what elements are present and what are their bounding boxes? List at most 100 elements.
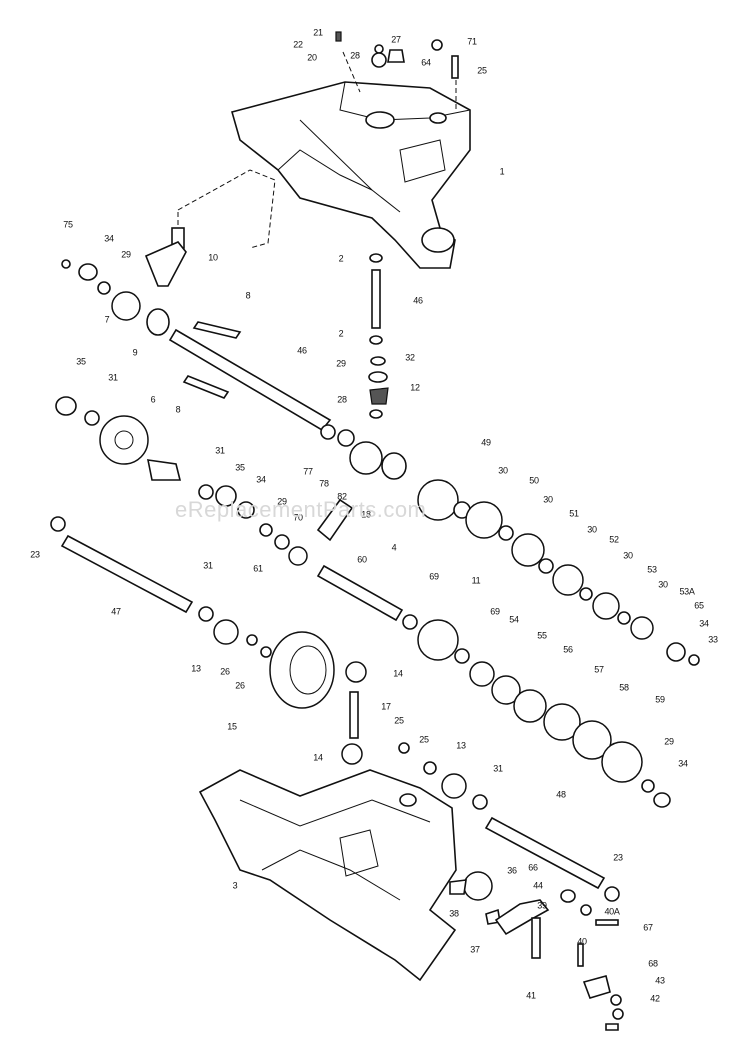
part-label: 53	[647, 564, 657, 575]
part-label: 12	[410, 382, 420, 393]
part-label: 49	[481, 437, 491, 448]
part-label: 48	[556, 789, 566, 800]
part-label: 66	[528, 862, 538, 873]
part-label: 46	[297, 345, 307, 356]
part-label: 68	[648, 958, 658, 969]
part-label: 65	[694, 600, 704, 611]
part-label: 13	[456, 740, 466, 751]
part-label: 15	[227, 721, 237, 732]
part-label: 53A	[679, 586, 695, 597]
part-label: 28	[337, 394, 347, 405]
part-label: 34	[678, 758, 688, 769]
part-label: 11	[471, 575, 481, 586]
part-label: 70	[293, 512, 303, 523]
part-label: 69	[490, 606, 500, 617]
part-label: 30	[587, 524, 597, 535]
part-label: 78	[319, 478, 329, 489]
part-label: 23	[613, 852, 623, 863]
part-label: 51	[569, 508, 579, 519]
part-label: 7	[104, 314, 110, 325]
part-label: 33	[708, 634, 718, 645]
part-label: 29	[277, 496, 287, 507]
part-label: 59	[655, 694, 665, 705]
part-label: 26	[235, 680, 245, 691]
part-label: 42	[650, 993, 660, 1004]
part-label: 25	[394, 715, 404, 726]
part-label: 13	[191, 663, 201, 674]
part-label: 47	[111, 606, 121, 617]
part-label: 8	[175, 404, 181, 415]
part-label: 23	[30, 549, 40, 560]
part-label: 64	[421, 57, 431, 68]
part-label: 36	[507, 865, 517, 876]
part-label: 14	[313, 752, 323, 763]
part-label: 30	[623, 550, 633, 561]
part-label: 40	[577, 936, 587, 947]
part-label: 2	[338, 253, 344, 264]
part-label: 75	[63, 219, 73, 230]
part-label: 14	[393, 668, 403, 679]
part-label: 56	[563, 644, 573, 655]
part-label: 6	[150, 394, 156, 405]
part-label: 34	[104, 233, 114, 244]
watermark-text: eReplacementParts.com	[175, 497, 427, 522]
part-label: 31	[203, 560, 213, 571]
part-label: 17	[381, 701, 391, 712]
part-label: 71	[467, 36, 477, 47]
part-label: 38	[449, 908, 459, 919]
part-label: 35	[235, 462, 245, 473]
part-label: 67	[643, 922, 653, 933]
part-label: 37	[470, 944, 480, 955]
part-label: 25	[419, 734, 429, 745]
part-label: 61	[253, 563, 263, 574]
lower-housing-drawing	[198, 769, 457, 982]
part-label: 30	[543, 494, 553, 505]
part-label: 29	[121, 249, 131, 260]
part-label: 58	[619, 682, 629, 693]
part-label: 57	[594, 664, 604, 675]
part-label: 21	[313, 27, 323, 38]
part-label: 20	[307, 52, 317, 63]
part-label: 8	[245, 290, 251, 301]
part-label: 28	[350, 50, 360, 61]
part-label: 4	[391, 542, 397, 553]
part-label: 27	[391, 34, 401, 45]
part-label: 1	[499, 166, 505, 177]
part-label: 31	[493, 763, 503, 774]
part-label: 52	[609, 534, 619, 545]
part-label: 34	[256, 474, 266, 485]
part-label: 31	[215, 445, 225, 456]
part-label: 18	[361, 509, 371, 520]
part-label: 43	[655, 975, 665, 986]
part-label: 26	[220, 666, 230, 677]
part-label: 29	[336, 358, 346, 369]
part-label: 46	[413, 295, 423, 306]
part-label: 50	[529, 475, 539, 486]
part-label: 34	[699, 618, 709, 629]
part-label: 39	[537, 900, 547, 911]
part-label: 77	[303, 466, 313, 477]
part-label: 30	[658, 579, 668, 590]
part-label: 22	[293, 39, 303, 50]
part-label: 69	[429, 571, 439, 582]
part-label: 60	[357, 554, 367, 565]
part-label: 10	[208, 252, 218, 263]
part-label: 9	[132, 347, 138, 358]
part-label: 35	[76, 356, 86, 367]
part-label: 31	[108, 372, 118, 383]
part-label: 82	[337, 491, 347, 502]
upper-housing-drawing	[231, 81, 471, 269]
part-label: 32	[405, 352, 415, 363]
part-label: 3	[232, 880, 238, 891]
part-label: 29	[664, 736, 674, 747]
part-label: 55	[537, 630, 547, 641]
part-label: 41	[526, 990, 536, 1001]
part-label: 44	[533, 880, 543, 891]
part-label: 2	[338, 328, 344, 339]
part-label: 25	[477, 65, 487, 76]
part-label: 54	[509, 614, 519, 625]
part-label: 30	[498, 465, 508, 476]
part-label: 40A	[604, 906, 620, 917]
